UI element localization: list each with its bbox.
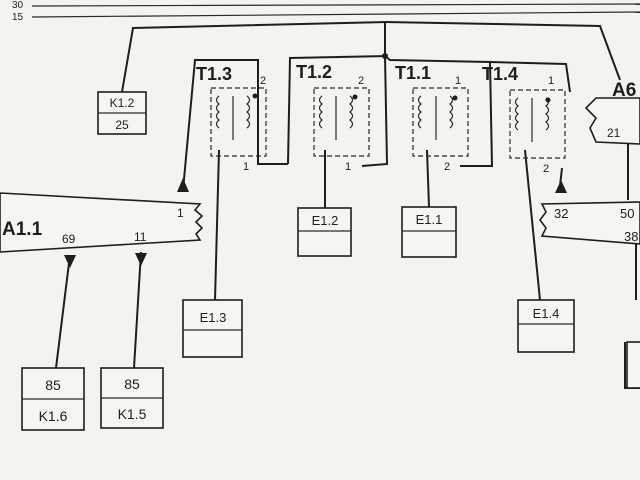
connector-k1-6: 85 K1.6	[21, 367, 85, 431]
connector-name: K1.2	[110, 96, 135, 110]
plug-e1-1: E1.1	[401, 206, 457, 258]
pin-69-label: 69	[62, 232, 76, 246]
pin-38-label: 38	[624, 229, 638, 244]
junction-dot	[382, 53, 388, 59]
plug-box	[182, 299, 243, 358]
coil-pin-bottom: 2	[444, 161, 450, 173]
coil-housing	[412, 87, 469, 157]
coil-pin-top: 2	[358, 75, 364, 87]
coil-label: T1.3	[196, 64, 232, 84]
coil-winding-icon	[514, 97, 550, 142]
connector-pin: 85	[45, 377, 61, 393]
pin-32-label: 32	[554, 206, 568, 221]
plug-label: E1.4	[533, 306, 560, 321]
plug-box	[517, 299, 575, 353]
coil-pin-bottom: 2	[543, 163, 549, 175]
module-a6-lower-box	[626, 341, 640, 389]
rail-30-line	[31, 3, 640, 7]
pin-50-label: 50	[620, 206, 634, 221]
wires	[55, 20, 640, 389]
connector-name: K1.5	[118, 406, 147, 422]
power-rails: 30 15	[12, 0, 640, 23]
wire-bus-a6	[384, 21, 621, 81]
coil-winding-icon	[215, 95, 251, 140]
coil-t1-4: T1.4 1 2	[482, 64, 566, 175]
coil-pin-top: 1	[455, 75, 461, 87]
module-label: A6	[612, 80, 636, 101]
coil-housing	[313, 87, 370, 157]
coil-t1-1: T1.1 1 2	[395, 63, 469, 173]
pin-11-label: 11	[134, 230, 147, 244]
coil-dot	[352, 94, 358, 100]
connector-name: K1.6	[39, 408, 68, 424]
arrow-pin-69	[64, 255, 76, 268]
module-a6: A6 21 32 50 38	[539, 80, 640, 389]
coil-housing	[210, 87, 267, 157]
coil-t1-3: T1.3 2 1	[196, 64, 267, 173]
arrows	[64, 178, 567, 268]
wire-e1-4	[524, 149, 541, 301]
wire-t1-3-loop	[182, 59, 288, 191]
connector-k1-5: 85 K1.5	[100, 367, 164, 429]
coil-pin-top: 1	[548, 75, 554, 87]
arrow-a1-1-in	[177, 178, 189, 192]
coil-label: T1.4	[482, 64, 518, 84]
connector-pin: 25	[115, 118, 129, 132]
rail-30-label: 30	[12, 0, 24, 11]
wire-e1-3	[214, 149, 220, 301]
module-body	[0, 192, 204, 253]
coil-winding-icon	[318, 95, 354, 140]
connector-k1-2: K1.2 25	[97, 91, 147, 135]
arrow-a6-32	[555, 180, 567, 193]
plug-e1-3: E1.3	[182, 299, 243, 358]
plug-e1-2: E1.2	[297, 207, 352, 257]
wire-k1-2-bus	[121, 20, 386, 93]
connector-pin: 85	[124, 376, 140, 392]
plug-label: E1.1	[416, 212, 443, 227]
wire-k1-5	[133, 251, 142, 369]
module-a1-1: A1.1 1 69 11	[0, 192, 204, 253]
rail-15-label: 15	[12, 12, 24, 23]
coil-label: T1.2	[296, 62, 332, 82]
plug-label: E1.2	[312, 213, 339, 228]
plug-label: E1.3	[200, 310, 227, 325]
module-label: A1.1	[2, 219, 43, 240]
wire-t1-4-loop	[489, 61, 571, 93]
wire-e1-1	[426, 149, 430, 208]
coil-pin-bottom: 1	[345, 161, 351, 173]
coil-dot	[452, 95, 458, 101]
rail-15-line	[31, 11, 640, 18]
plug-box	[401, 206, 457, 258]
coil-pin-top: 2	[260, 75, 266, 87]
coil-dot	[545, 97, 551, 103]
module-a6-top-body	[584, 97, 640, 145]
arrow-pin-11	[135, 253, 147, 266]
pin-1-label: 1	[177, 206, 184, 220]
coil-winding-icon	[417, 95, 454, 140]
module-a6-bottom-body	[539, 201, 640, 245]
wire-k1-6	[55, 254, 71, 369]
coil-housing	[509, 89, 566, 159]
plug-e1-4: E1.4	[517, 299, 575, 353]
coil-label: T1.1	[395, 63, 431, 83]
pin-21-label: 21	[607, 126, 621, 140]
coil-pin-bottom: 1	[243, 161, 249, 173]
coil-t1-2: T1.2 2 1	[296, 62, 370, 173]
coil-dot	[252, 93, 258, 99]
plug-box	[297, 207, 352, 257]
